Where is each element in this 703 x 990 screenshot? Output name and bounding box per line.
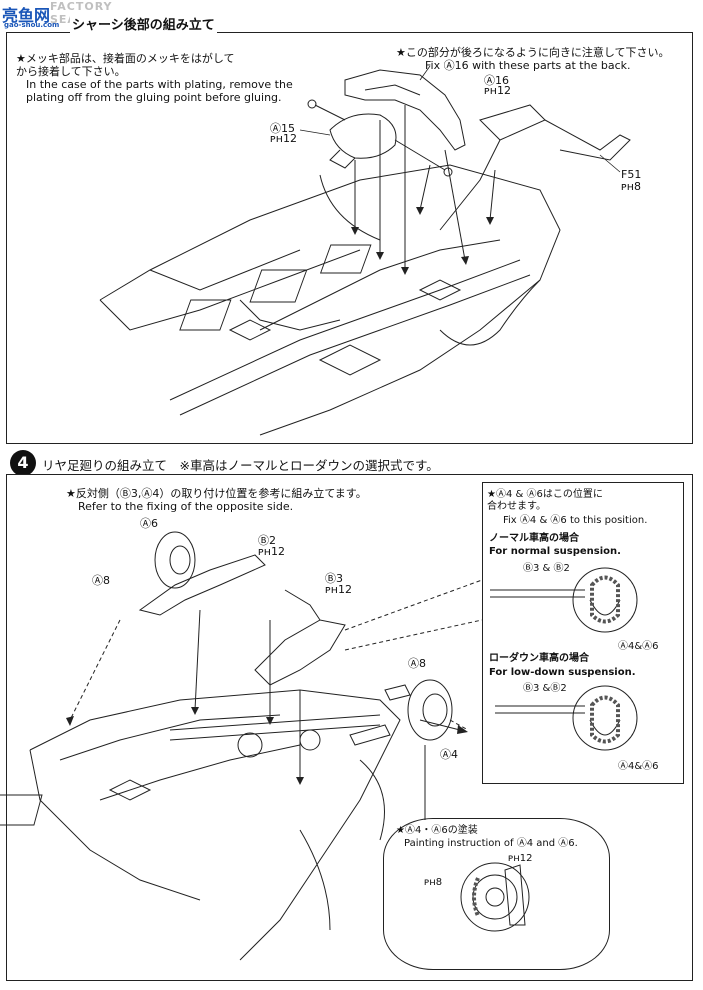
step4-number-badge: 4 bbox=[10, 450, 36, 476]
step4-ref-note-en: Refer to the fixing of the opposite side… bbox=[78, 500, 294, 513]
step4-ref-note-jp: ★反対側（Ⓑ3,Ⓐ4）の取り付け位置を参考に組み立てます。 bbox=[66, 487, 367, 500]
paint-b3: ᴘʜ12 bbox=[325, 583, 352, 596]
label-f51: F51 bbox=[621, 168, 642, 181]
position-callout: ★Ⓐ4 & Ⓐ6はこの位置に 合わせます。 Fix Ⓐ4 & Ⓐ6 to thi… bbox=[482, 482, 684, 784]
lowdown-title-en: For low-down suspension. bbox=[489, 667, 636, 678]
label-a4: Ⓐ4 bbox=[440, 748, 458, 761]
watermark-domain: gao-shou.com bbox=[4, 21, 60, 29]
step3-title: シャーシ後部の組み立て bbox=[70, 14, 217, 33]
normal-title-en: For normal suspension. bbox=[489, 546, 621, 557]
lowdown-fix: Ⓐ4&Ⓐ6 bbox=[618, 761, 659, 772]
paint-b2: ᴘʜ12 bbox=[258, 545, 285, 558]
normal-fix: Ⓐ4&Ⓐ6 bbox=[618, 641, 659, 652]
label-a16: Ⓐ16 bbox=[484, 74, 509, 87]
paint-f51: ᴘʜ8 bbox=[621, 180, 641, 193]
label-a6: Ⓐ6 bbox=[140, 517, 158, 530]
lowdown-parts: Ⓑ3 &Ⓑ2 bbox=[523, 683, 567, 694]
position-note-en: Fix Ⓐ4 & Ⓐ6 to this position. bbox=[503, 515, 648, 526]
paint-label-8: ᴘʜ8 bbox=[424, 877, 443, 888]
label-b2: Ⓑ2 bbox=[258, 534, 276, 547]
paint-callout: ★Ⓐ4・Ⓐ6の塗装 Painting instruction of Ⓐ4 and… bbox=[383, 818, 610, 970]
step3-fix-note-jp: ★この部分が後ろになるように向きに注意して下さい。 bbox=[396, 46, 670, 59]
step3-plating-note-jp: ★メッキ部品は、接着面のメッキをはがして から接着して下さい。 bbox=[16, 52, 235, 78]
paint-note-jp: ★Ⓐ4・Ⓐ6の塗装 bbox=[396, 825, 478, 836]
paint-note-en: Painting instruction of Ⓐ4 and Ⓐ6. bbox=[404, 838, 578, 849]
normal-title-jp: ノーマル車高の場合 bbox=[489, 533, 579, 544]
paint-a15: ᴘʜ12 bbox=[270, 132, 297, 145]
label-b3: Ⓑ3 bbox=[325, 572, 343, 585]
step4-title: リヤ足廻りの組み立て ※車高はノーマルとローダウンの選択式です。 bbox=[42, 458, 439, 473]
position-note-jp: ★Ⓐ4 & Ⓐ6はこの位置に 合わせます。 bbox=[487, 489, 603, 512]
label-a8-left: Ⓐ8 bbox=[92, 574, 110, 587]
lowdown-title-jp: ローダウン車高の場合 bbox=[489, 653, 589, 664]
watermark-cn: 亮鱼网 bbox=[2, 6, 51, 25]
paint-a16: ᴘʜ12 bbox=[484, 84, 511, 97]
paint-label-12: ᴘʜ12 bbox=[508, 853, 533, 864]
step3-fix-note-en: Fix Ⓐ16 with these parts at the back. bbox=[425, 59, 631, 72]
label-a8-right: Ⓐ8 bbox=[408, 657, 426, 670]
label-a15: Ⓐ15 bbox=[270, 122, 295, 135]
step3-plating-note-en: In the case of the parts with plating, r… bbox=[26, 78, 293, 104]
normal-parts: Ⓑ3 & Ⓑ2 bbox=[523, 563, 570, 574]
